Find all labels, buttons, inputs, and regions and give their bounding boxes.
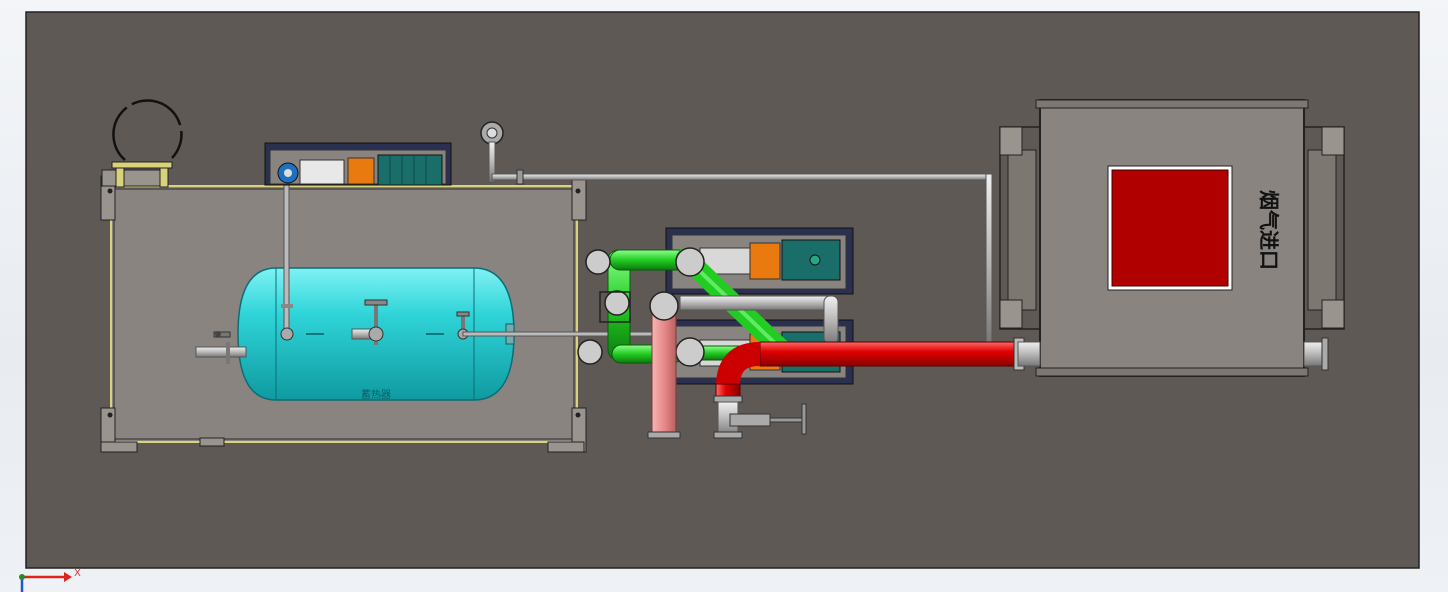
- tank-label: 蓄热器: [361, 388, 391, 401]
- top-pump-unit[interactable]: [264, 142, 452, 186]
- flue-gas-inlet-plate: [1111, 169, 1229, 287]
- tank-valves[interactable]: [195, 175, 664, 364]
- lifting-ring: [111, 99, 183, 188]
- pink-exhaust-pipe[interactable]: [647, 291, 681, 439]
- x-axis-label: X: [74, 568, 81, 579]
- grey-pump-connections[interactable]: [577, 247, 839, 367]
- top-header-pipe[interactable]: [480, 121, 993, 345]
- red-flue-pipe[interactable]: [713, 337, 1025, 439]
- coordinate-triad: X: [19, 568, 81, 592]
- flue-gas-box[interactable]: [999, 99, 1345, 377]
- flue-gas-inlet-label: 烟气进口: [1257, 190, 1281, 270]
